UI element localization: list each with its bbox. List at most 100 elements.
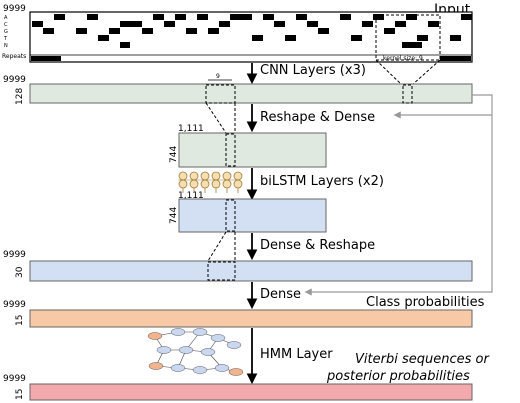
class-probabilities-layer — [29, 309, 473, 328]
one-hot-cell — [241, 14, 252, 20]
one-hot-pattern — [32, 14, 472, 48]
one-hot-cell — [417, 35, 428, 41]
step-hmm-label: HMM Layer — [260, 347, 333, 362]
class-prob-length: 9999 — [3, 300, 26, 310]
hmm-state — [170, 328, 186, 336]
hmm-state — [228, 368, 244, 376]
hmm-state — [156, 346, 172, 354]
one-hot-cell — [340, 14, 351, 20]
dense-output-layer — [29, 260, 473, 282]
dense-window — [207, 261, 236, 281]
lstm-cell — [222, 171, 232, 181]
final-length: 9999 — [3, 374, 26, 384]
step-bilstm-label: biLSTM Layers (x2) — [260, 174, 384, 189]
step-dense-reshape-label: Dense & Reshape — [260, 238, 375, 253]
one-hot-cell — [131, 21, 142, 27]
one-hot-cell — [120, 21, 131, 27]
one-hot-cell — [109, 28, 120, 34]
channel-label-repeats: Repeats — [2, 53, 26, 60]
hmm-state — [147, 332, 163, 340]
hmm-state — [192, 366, 208, 374]
one-hot-cell — [406, 14, 417, 20]
reshaped-layer — [178, 132, 327, 168]
input-channel-labels: A C G T N Repeats — [2, 15, 26, 60]
kernel-size-label: kernel size: 9 — [383, 55, 423, 62]
reshape-width-label: 9 — [216, 73, 220, 80]
one-hot-cell — [384, 28, 395, 34]
one-hot-cell — [362, 21, 373, 27]
input-length-label: 9999 — [3, 4, 26, 14]
one-hot-cell — [461, 14, 472, 20]
repeat-mask-segment — [31, 56, 61, 61]
hmm-state — [214, 364, 230, 372]
step-dense-label: Dense — [260, 287, 301, 302]
skip-connection-bottom — [304, 115, 493, 296]
lstm-cell — [200, 179, 210, 189]
lstm-cell — [211, 171, 221, 181]
one-hot-cell — [285, 35, 296, 41]
final-depth: 15 — [15, 389, 25, 400]
bilstm-output-layer — [178, 198, 327, 233]
channel-label-c: C — [4, 22, 8, 28]
dense-out-depth: 30 — [15, 266, 25, 278]
one-hot-cell — [307, 21, 318, 27]
reshaped-window — [225, 133, 236, 167]
one-hot-cell — [32, 21, 43, 27]
channel-label-a: A — [4, 15, 8, 21]
one-hot-cell — [296, 14, 307, 20]
hmm-state — [210, 334, 226, 342]
lstm-cell — [233, 179, 243, 189]
one-hot-cell — [263, 14, 274, 20]
one-hot-cell — [54, 14, 65, 20]
lstm-cell — [189, 171, 199, 181]
one-hot-cell — [120, 42, 130, 48]
one-hot-cell — [373, 14, 384, 20]
cnn-kernel-cell — [402, 84, 413, 104]
one-hot-cell — [87, 14, 98, 20]
one-hot-cell — [252, 35, 263, 41]
channel-label-g: G — [4, 29, 8, 35]
one-hot-cell — [164, 21, 175, 27]
lstm-cell — [233, 171, 243, 181]
repeats-pattern — [31, 56, 471, 61]
reshaped-depth: 744 — [169, 146, 179, 163]
class-probabilities-label: Class probabilities — [366, 295, 485, 310]
one-hot-cell — [318, 28, 329, 34]
one-hot-cell — [274, 21, 285, 27]
one-hot-cell — [76, 28, 87, 34]
one-hot-cell — [175, 14, 186, 20]
lstm-cell — [178, 179, 188, 189]
one-hot-cell — [197, 14, 208, 20]
one-hot-cell — [219, 21, 230, 27]
lstm-cell — [189, 179, 199, 189]
bilstm-out-length: 1,111 — [178, 191, 204, 201]
hmm-state — [178, 346, 194, 354]
lstm-cell — [178, 171, 188, 181]
viterbi-label-line1: Viterbi sequences or — [355, 352, 490, 367]
hmm-state — [192, 328, 208, 336]
one-hot-cell — [98, 35, 109, 41]
lstm-cell — [222, 179, 232, 189]
class-prob-depth: 15 — [15, 315, 25, 326]
hmm-state — [170, 364, 186, 372]
repeat-mask-segment — [440, 56, 471, 61]
one-hot-cell — [153, 14, 164, 20]
one-hot-cell — [450, 35, 461, 41]
one-hot-cell — [402, 42, 422, 48]
kernel-projection-right — [411, 59, 441, 86]
reshape-window — [205, 84, 236, 104]
dense-projection-left — [207, 231, 227, 262]
lstm-cells-icon — [178, 171, 243, 193]
one-hot-cell — [230, 14, 241, 20]
one-hot-cell — [142, 28, 153, 34]
lstm-cell — [200, 171, 210, 181]
channel-label-t: T — [3, 36, 8, 42]
reshape-projection-left — [205, 102, 227, 134]
step-cnn-label: CNN Layers (x3) — [260, 63, 366, 78]
kernel-window — [375, 14, 441, 61]
dense-out-length: 9999 — [3, 250, 26, 260]
cnn-out-depth: 128 — [15, 88, 25, 105]
one-hot-cell — [208, 28, 219, 34]
